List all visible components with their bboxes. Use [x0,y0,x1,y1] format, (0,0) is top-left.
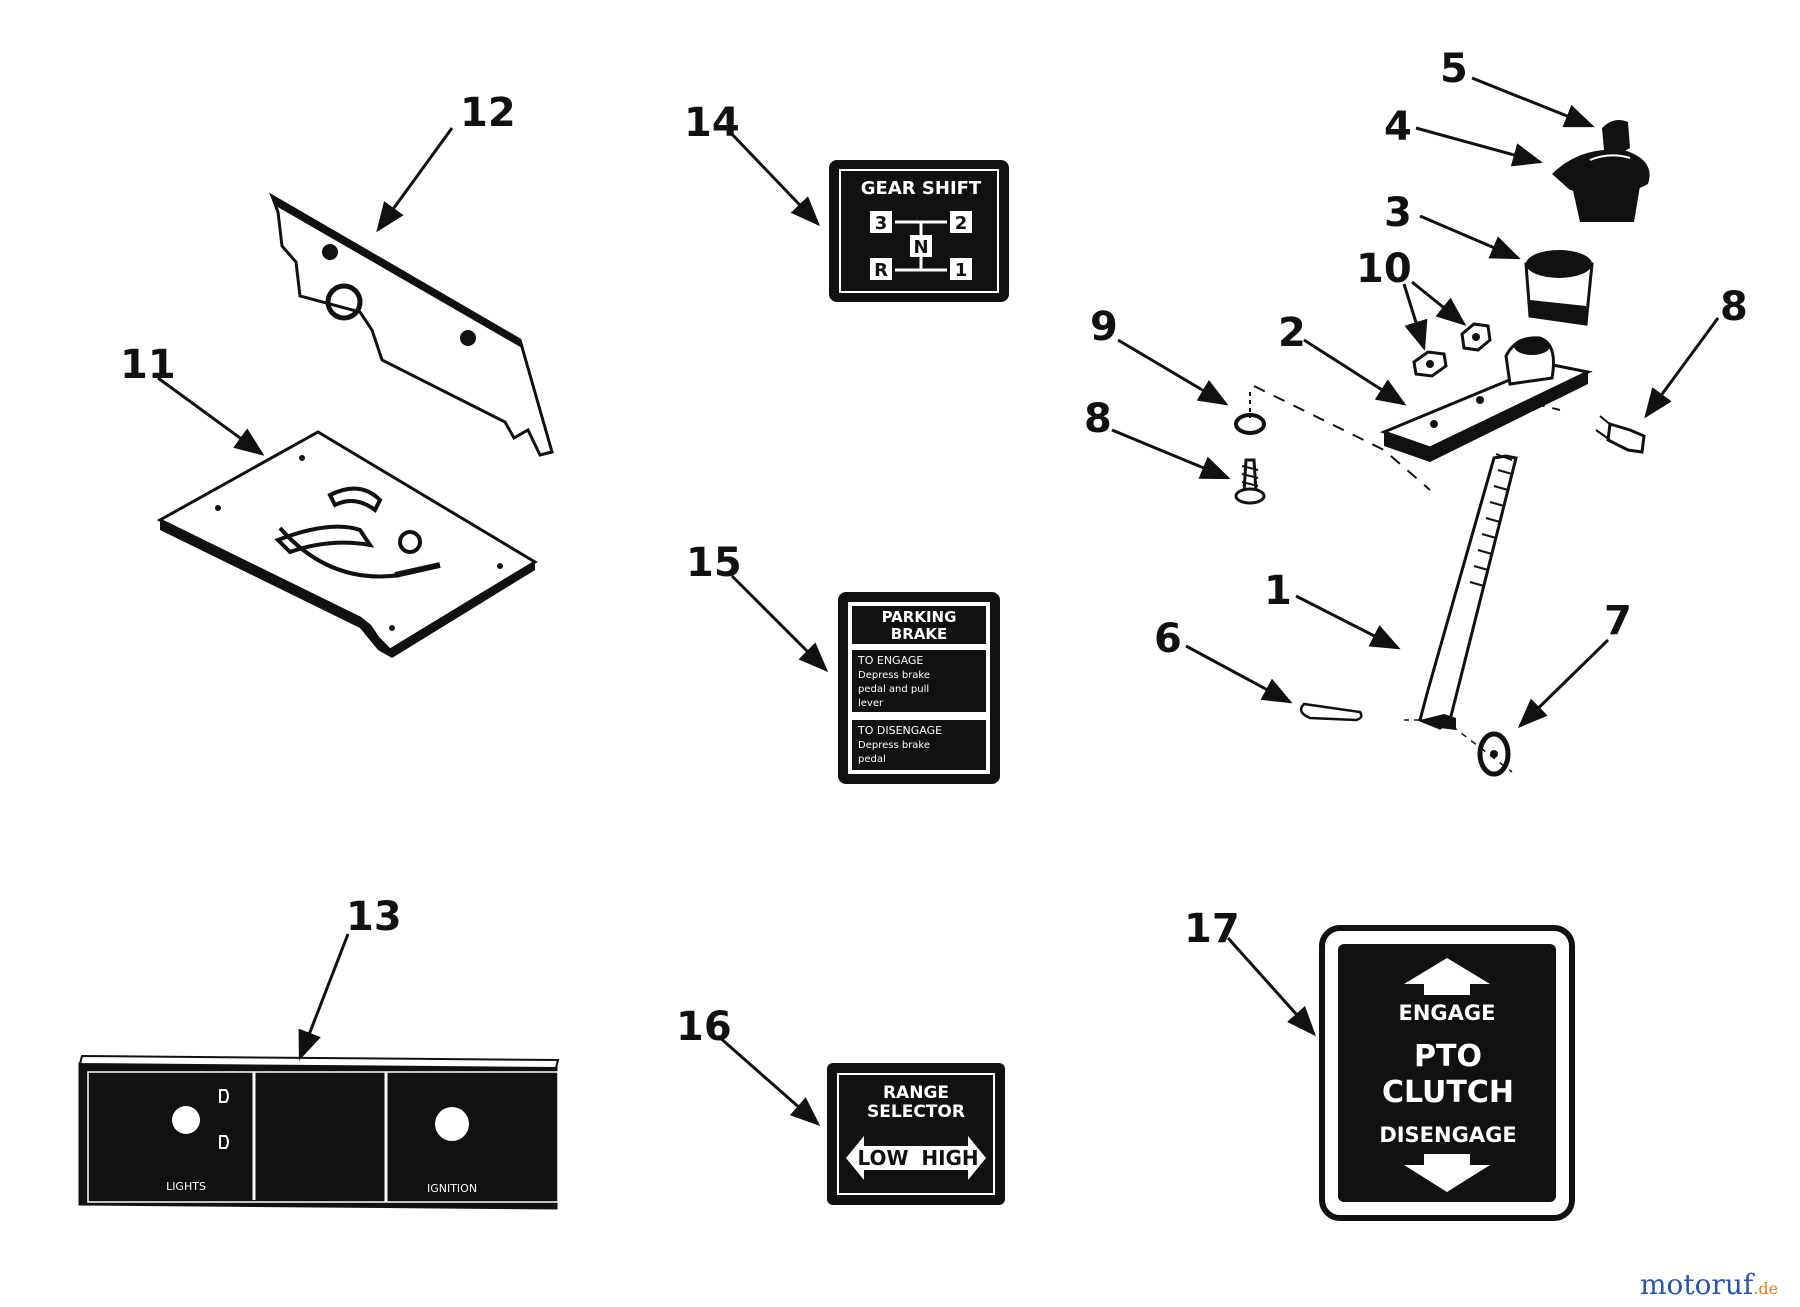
part-6-cotter-pin [1299,702,1436,722]
gear-position-3: 3 [875,213,888,234]
ignition-label: IGNITION [427,1182,477,1195]
callout-3: 3 [1384,190,1412,236]
parking-brake-disengage-line1: Depress brake [858,740,930,751]
leader-3 [1419,214,1521,260]
range-high-label: HIGH [921,1146,978,1170]
callout-8-right: 8 [1720,284,1748,330]
callout-10: 10 [1356,246,1412,292]
gear-position-2: 2 [955,213,968,234]
part-9-lock-washer [1234,392,1266,435]
pto-line1: PTO [1414,1039,1482,1074]
parking-brake-engage-heading: TO ENGAGE [857,654,923,667]
callout-5: 5 [1440,46,1468,92]
leader-10b [1411,280,1467,326]
leader-7 [1517,638,1610,729]
up-arrow-icon [1404,958,1490,995]
gear-position-neutral: N [913,237,928,258]
leader-1 [1295,594,1401,650]
pto-engage-label: ENGAGE [1399,1001,1496,1025]
callout-2: 2 [1278,310,1306,356]
range-selector-line1: RANGE [883,1083,949,1103]
shift-lever-assembly [1234,120,1650,777]
part-16-range-selector-decal: RANGE SELECTOR LOW HIGH [827,1063,1005,1205]
callout-14: 14 [684,100,740,146]
range-low-label: LOW [857,1146,908,1170]
part-8-screw-left [1234,458,1266,505]
callout-12: 12 [460,90,516,136]
leader-15 [730,574,829,673]
leader-11 [157,376,265,456]
leader-16 [717,1034,821,1126]
leader-6 [1185,644,1293,704]
ignition-key-knob [435,1107,469,1141]
leader-12 [376,127,454,233]
callout-16: 16 [676,1004,732,1050]
leader-9 [1117,338,1229,406]
leader-8-right [1644,317,1720,419]
callout-15: 15 [686,540,742,586]
watermark-part-a: motoruf [1640,1268,1756,1301]
leader-8-left [1111,428,1231,480]
part-17-pto-clutch-decal: ENGAGE PTO CLUTCH DISENGAGE [1319,925,1575,1221]
parking-brake-engage-line2: pedal and pull [858,684,929,695]
leader-2 [1303,338,1407,406]
callout-8-left: 8 [1084,396,1112,442]
parking-brake-title-line1: PARKING [882,608,957,626]
part-13-control-panel: LIGHTS IGNITION [78,1054,560,1210]
leader-5 [1471,76,1595,128]
part-7-washer [1451,725,1513,777]
gear-position-reverse: R [874,260,888,281]
pto-disengage-label: DISENGAGE [1379,1123,1516,1147]
callout-numbers: 12 11 14 15 16 13 17 5 4 3 10 2 8 9 8 1 … [120,46,1748,1050]
watermark: motoruf.de [1640,1268,1778,1301]
leader-4 [1415,126,1543,167]
part-15-parking-brake-decal: PARKING BRAKE TO ENGAGE Depress brake pe… [838,592,1000,784]
callout-6: 6 [1154,616,1182,662]
part-11-shift-plate [156,430,538,658]
part-3-spacer [1524,250,1594,326]
pto-line2: CLUTCH [1382,1075,1514,1110]
part-12-mounting-plate [269,192,554,457]
part-1-shift-rod [1418,453,1518,730]
parking-brake-title-line2: BRAKE [891,625,947,643]
callout-13: 13 [346,894,402,940]
double-arrow-icon [846,1136,986,1180]
callout-17: 17 [1184,906,1240,952]
gear-shift-title: GEAR SHIFT [861,178,982,199]
part-2-bracket [1379,362,1593,462]
part-14-gear-shift-decal: GEAR SHIFT 3 2 N R 1 [829,160,1009,302]
leader-10a [1402,283,1428,351]
callout-9: 9 [1090,304,1118,350]
callout-11: 11 [120,342,176,388]
parking-brake-disengage-line2: pedal [858,754,886,765]
callout-1: 1 [1264,568,1292,614]
part-5-cap [1602,120,1630,153]
parking-brake-disengage-heading: TO DISENGAGE [857,724,942,737]
down-arrow-icon [1404,1154,1490,1192]
watermark-part-b: .de [1753,1279,1778,1298]
lights-switch-knob [172,1106,200,1134]
part-10-nuts [1412,322,1492,378]
leader-17 [1226,936,1317,1037]
part-4-knob [1552,149,1650,222]
gear-position-1: 1 [955,260,968,281]
leader-arrows [157,76,1720,1126]
parking-brake-engage-line3: lever [858,698,884,709]
callout-7: 7 [1604,598,1632,644]
callout-4: 4 [1384,104,1412,150]
part-8-bolt-right [1595,415,1646,454]
svg-text:motoruf.de: motoruf.de [1640,1268,1778,1301]
parking-brake-engage-line1: Depress brake [858,670,930,681]
range-selector-line2: SELECTOR [867,1102,965,1122]
leader-13 [298,933,350,1061]
leader-14 [726,128,821,227]
lights-label: LIGHTS [166,1180,206,1193]
